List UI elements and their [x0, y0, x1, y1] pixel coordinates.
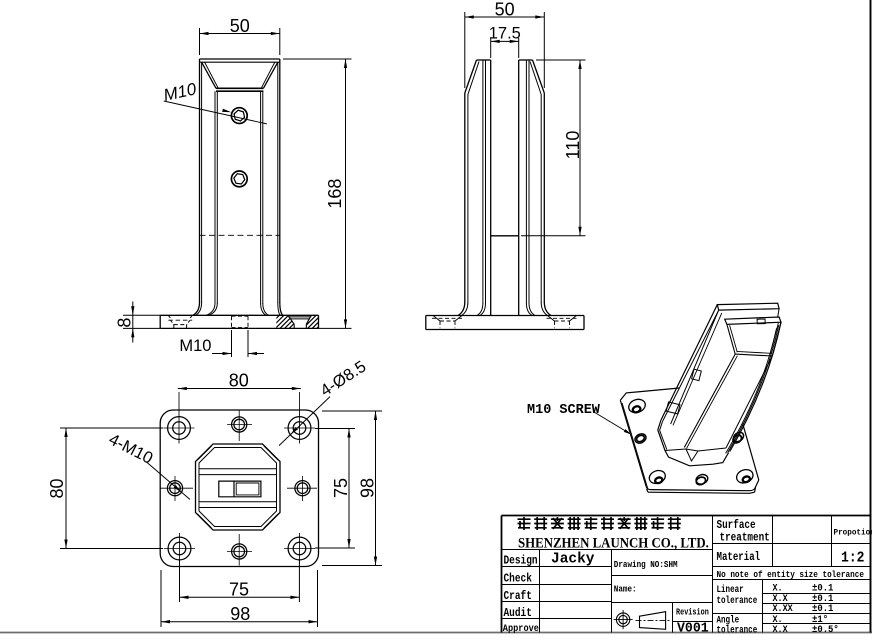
- svg-text:X.XX: X.XX: [773, 602, 793, 614]
- svg-text:17.5: 17.5: [489, 25, 521, 43]
- svg-text:8: 8: [115, 318, 135, 328]
- svg-text:X.X: X.X: [773, 623, 788, 635]
- svg-text:50: 50: [495, 0, 515, 20]
- svg-text:Name:: Name:: [614, 584, 637, 595]
- svg-text:X.: X.: [773, 613, 783, 625]
- svg-text:tolerance: tolerance: [717, 594, 758, 607]
- svg-text:75: 75: [331, 478, 351, 498]
- svg-text:M10: M10: [179, 337, 211, 355]
- svg-text:±0.1: ±0.1: [812, 602, 834, 614]
- svg-text:Design: Design: [504, 555, 538, 568]
- svg-text:75: 75: [229, 580, 249, 600]
- svg-text:Check: Check: [504, 572, 533, 585]
- svg-text:Approve: Approve: [503, 622, 539, 634]
- svg-text:80: 80: [229, 371, 249, 391]
- svg-text:168: 168: [325, 179, 345, 209]
- svg-text:No note of entity size toleran: No note of entity size tolerance: [717, 569, 864, 580]
- svg-text:Propotion: Propotion: [834, 528, 872, 537]
- svg-text:98: 98: [357, 478, 377, 498]
- svg-text:±0.1: ±0.1: [812, 592, 834, 604]
- svg-text:Angle: Angle: [717, 613, 740, 626]
- svg-text:98: 98: [230, 604, 250, 624]
- svg-text:tolerance: tolerance: [717, 623, 758, 636]
- svg-text:Revision: Revision: [676, 608, 709, 618]
- svg-text:±0.5°: ±0.5°: [812, 623, 839, 635]
- svg-text:1:2: 1:2: [841, 551, 864, 567]
- svg-text:treatment: treatment: [720, 532, 770, 545]
- svg-text:110: 110: [563, 131, 583, 160]
- svg-text:M10 SCREW: M10 SCREW: [527, 403, 601, 418]
- svg-text:50: 50: [230, 16, 250, 36]
- svg-text:±0.1: ±0.1: [812, 582, 834, 594]
- svg-text:X.: X.: [773, 581, 783, 593]
- svg-text:SHENZHEN LAUNCH CO., LTD.: SHENZHEN LAUNCH CO., LTD.: [518, 535, 709, 551]
- svg-text:±1°: ±1°: [812, 613, 828, 625]
- svg-text:Jacky: Jacky: [551, 552, 595, 568]
- svg-text:X.X: X.X: [773, 592, 788, 604]
- svg-text:Surface: Surface: [717, 519, 756, 532]
- svg-text:V001: V001: [677, 621, 709, 636]
- svg-text:Craft: Craft: [504, 590, 532, 603]
- svg-text:Audit: Audit: [504, 607, 532, 620]
- svg-text:80: 80: [47, 478, 67, 498]
- svg-text:Linear: Linear: [717, 583, 744, 596]
- svg-text:Material: Material: [717, 551, 761, 564]
- svg-text:Drawing NO:SHM: Drawing NO:SHM: [614, 559, 678, 570]
